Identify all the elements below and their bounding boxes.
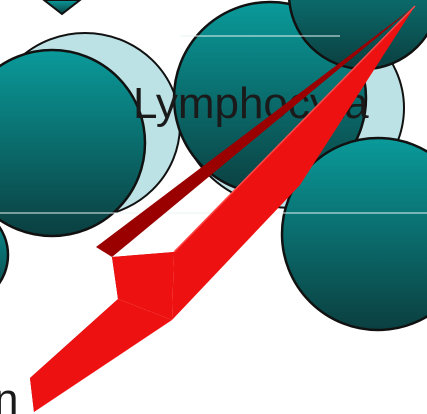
red-arrow-icon: [30, 5, 416, 412]
cell-nucleus-left: [0, 48, 147, 238]
partial-label: n: [0, 375, 18, 414]
diamond-fragment: [42, 0, 82, 16]
cell-nucleus-bottom-right: [280, 136, 427, 332]
cell-nucleus-left-edge: [0, 225, 10, 285]
